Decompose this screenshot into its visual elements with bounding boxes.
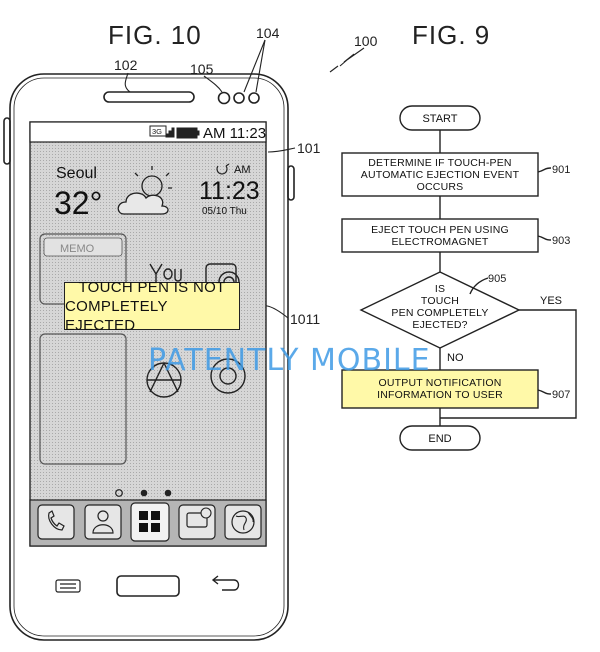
signal-bar-2: [168, 130, 172, 138]
phone-drawing: [3, 73, 295, 641]
weather-ampm: AM: [234, 164, 251, 176]
side-button-right: [287, 165, 295, 201]
phone-body: [9, 73, 289, 641]
notice-popup: TOUCH PEN IS NOT COMPLETELY EJECTED: [64, 279, 240, 334]
weather-cloud-icon: [117, 166, 172, 215]
step-903-line-1: EJECT TOUCH PEN USING: [371, 224, 509, 236]
speaker-grille: [103, 91, 195, 103]
step-901-line-3: OCCURS: [417, 181, 464, 193]
start-label: START: [422, 113, 457, 125]
fig10-leader-lines: [124, 39, 365, 319]
step-901-box: [341, 152, 539, 197]
step-905-line-3: PEN COMPLETELY: [391, 307, 488, 319]
memo-header: [43, 237, 123, 257]
status-icons: [149, 125, 200, 139]
status-time: AM 11:23: [203, 125, 266, 142]
front-camera: [217, 91, 231, 105]
step-905-line-2: TOUCH: [421, 295, 459, 307]
menu-key-icon[interactable]: [55, 579, 81, 593]
battery-tip: [196, 130, 200, 136]
step-907-box: [341, 369, 539, 409]
fig9-title: FIG. 9: [412, 20, 491, 50]
dock-messages-icon[interactable]: [178, 504, 216, 540]
weather-date: 05/10 Thu: [202, 206, 247, 217]
signal-bar-1: [165, 133, 169, 138]
step-901-line-2: AUTOMATIC EJECTION EVENT: [361, 169, 520, 181]
dock-apps-grid-icon[interactable]: [130, 502, 170, 542]
end-terminal: [399, 425, 481, 451]
weather-temp: 32°: [54, 185, 102, 221]
dock-browser-icon[interactable]: [224, 504, 262, 540]
home-button: [116, 575, 180, 597]
sensor-1: [233, 92, 245, 104]
gallery-icon[interactable]: [146, 362, 182, 398]
step-907-line-1: OUTPUT NOTIFICATION: [379, 377, 502, 389]
step-903-box: [341, 218, 539, 253]
weather-clock: 11:23: [199, 177, 260, 205]
ref-100: 100: [354, 33, 378, 49]
widget-placeholder[interactable]: [39, 333, 127, 465]
dock-contacts-icon[interactable]: [84, 504, 122, 540]
sensor-2: [248, 92, 260, 104]
ref-907: 907: [552, 389, 570, 401]
weather-city: Seoul: [56, 165, 97, 182]
ref-105: 105: [190, 61, 214, 77]
branch-yes-label: YES: [540, 295, 562, 307]
notice-line-1: TOUCH PEN IS NOT: [78, 278, 226, 296]
alarm-icon: [216, 163, 230, 175]
branch-no-label: NO: [447, 352, 464, 364]
end-label: END: [428, 433, 451, 445]
page-dot-1: [115, 489, 123, 497]
ref-102: 102: [114, 57, 138, 73]
step-905-line-4: EJECTED?: [412, 319, 467, 331]
step-907-line-2: INFORMATION TO USER: [377, 389, 503, 401]
start-terminal: [399, 105, 481, 131]
music-icon[interactable]: [210, 358, 246, 394]
battery-icon: [176, 127, 198, 139]
youtube-icon[interactable]: [149, 263, 182, 282]
fig10-title: FIG. 10: [108, 20, 202, 50]
network-3g-icon: [149, 125, 167, 137]
back-key-icon[interactable]: [211, 575, 240, 591]
phone-inner-edge: [13, 77, 285, 637]
side-button-left: [3, 117, 11, 165]
ref-905: 905: [488, 273, 506, 285]
notice-line-2: COMPLETELY EJECTED: [65, 297, 168, 334]
status-bar: [29, 121, 267, 143]
ref-104: 104: [256, 25, 280, 41]
step-901-line-1: DETERMINE IF TOUCH-PEN: [368, 157, 511, 169]
step-905-line-1: IS: [435, 283, 445, 295]
memo-label: MEMO: [60, 243, 95, 255]
ref-901: 901: [552, 164, 570, 176]
status-network: 3G: [152, 127, 162, 136]
ref-101: 101: [297, 140, 321, 156]
signal-bar-3: [171, 127, 175, 138]
page-dot-3: [164, 489, 172, 497]
ref-903: 903: [552, 235, 570, 247]
watermark: PATENTLY MOBILE: [148, 343, 431, 378]
flowchart: [341, 105, 577, 451]
page-dot-2: [140, 489, 148, 497]
ref-1011: 1011: [290, 311, 320, 327]
dock-phone-icon[interactable]: [37, 504, 75, 540]
step-903-line-2: ELECTROMAGNET: [391, 236, 488, 248]
step-905-diamond: [359, 271, 521, 349]
